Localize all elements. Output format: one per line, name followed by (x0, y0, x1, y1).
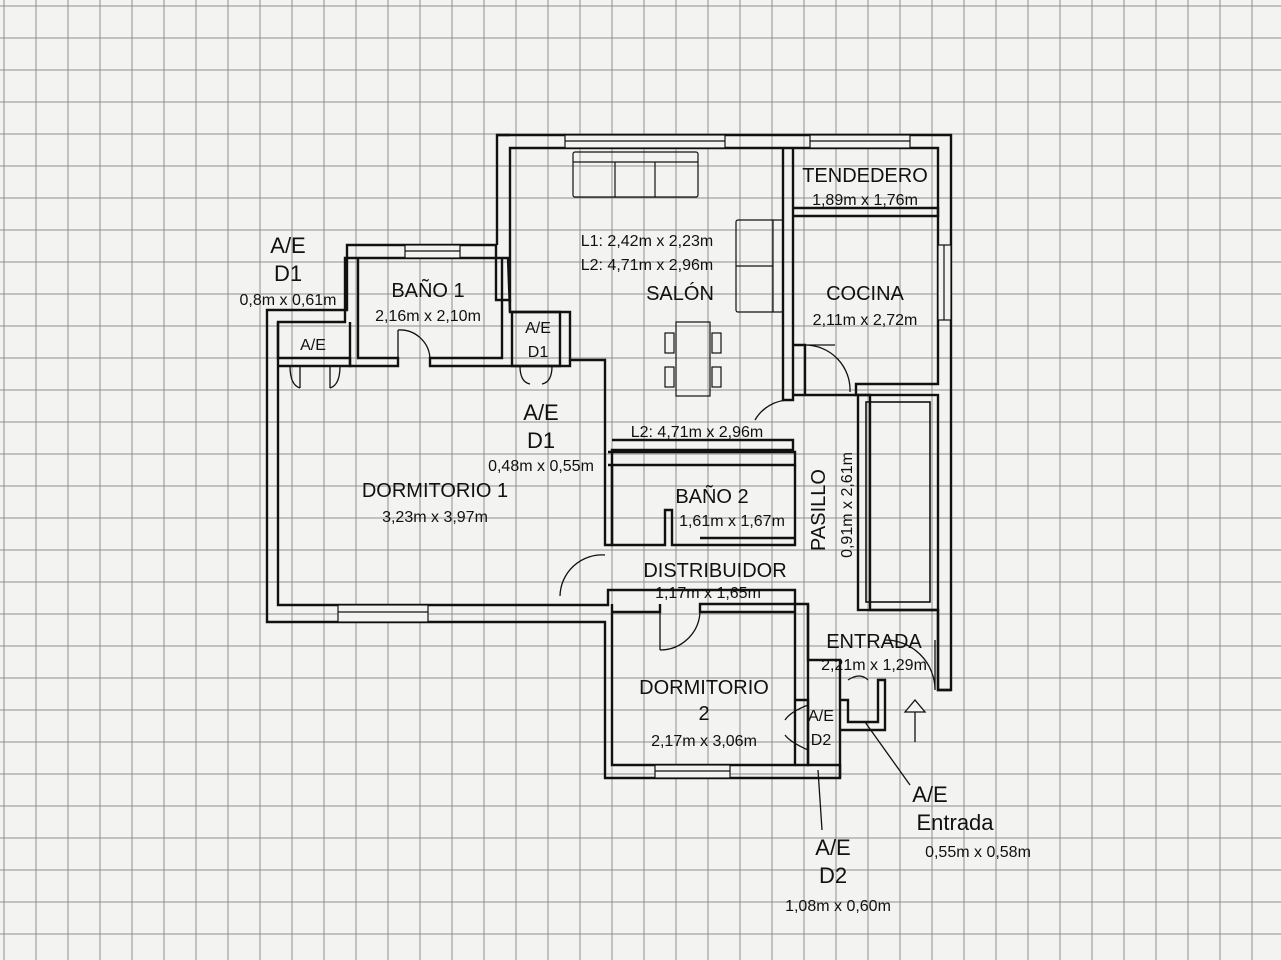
tendedero-bottom-wall (793, 206, 940, 218)
entry-arrow (903, 698, 927, 742)
bano1-right (428, 258, 572, 368)
leader-ae-entrada (864, 721, 911, 786)
dormitorio2-top (612, 604, 662, 614)
salon-name: SALÓN (646, 282, 714, 305)
outer-wall-inner (495, 133, 510, 245)
ae-d1-left-label-1: A/E (270, 233, 305, 258)
ae-d1-mid-tag-1: A/E (525, 320, 551, 337)
ae-d1-mid-below-1: A/E (523, 400, 558, 425)
door-dormitorio2 (659, 611, 701, 651)
door-distribuidor (559, 554, 606, 597)
ae-entrada-tag-1: A/E (912, 782, 947, 807)
door-bano1 (397, 329, 431, 361)
bano1-name: BAÑO 1 (391, 278, 464, 302)
dormitorio2-dims: 2,17m x 3,06m (651, 733, 757, 750)
ae-d1-mid-dims: 0,48m x 0,55m (488, 458, 594, 475)
door-closet-mid (519, 365, 553, 385)
doors (289, 329, 936, 751)
outer-wall (265, 133, 953, 780)
door-closet-left (289, 365, 341, 389)
pasillo-right (936, 610, 951, 692)
entrada-top (806, 604, 842, 700)
closet-d1-mid-walls (510, 310, 562, 368)
window-pasillo-closet (856, 393, 940, 612)
pasillo-dims: 0,91m x 2,61m (839, 452, 856, 558)
ae-d1-left-dims: 0,8m x 0,61m (240, 292, 337, 309)
cocina-dims: 2,11m x 2,72m (813, 312, 918, 329)
ae-d2-below-1: A/E (815, 835, 850, 860)
ae-d1-mid-tag-2: D1 (528, 344, 549, 361)
ae-d2-dims: 1,08m x 0,60m (785, 898, 891, 915)
window-dorm1 (337, 604, 429, 623)
door-entrada (884, 639, 936, 691)
salon-l2-lower: L2: 4,71m x 2,96m (631, 424, 764, 441)
tendedero-name: TENDEDERO (802, 165, 928, 187)
door-closet-d2 (784, 704, 809, 751)
dormitorio1-dims: 3,23m x 3,97m (382, 509, 488, 526)
pasillo-name: PASILLO (808, 469, 830, 551)
entrada-dims: 2,21m x 1,29m (821, 657, 927, 674)
kitchen-left-lower-wall (793, 343, 807, 395)
entrada-walls (840, 678, 887, 732)
ae-d2-below-2: D2 (819, 863, 847, 888)
chair-3 (711, 332, 722, 354)
ae-d1-left-label-2: D1 (274, 261, 302, 286)
furniture (572, 151, 784, 397)
chair-2 (664, 366, 675, 388)
distribuidor-name: DISTRIBUIDOR (643, 560, 786, 582)
leaders (817, 698, 927, 831)
door-salon (754, 399, 791, 421)
ae-entrada-dims: 0,55m x 0,58m (925, 844, 1031, 861)
entrada-name: ENTRADA (826, 631, 922, 653)
bano1-dims: 2,16m x 2,10m (375, 308, 481, 325)
chair-4 (711, 366, 722, 388)
door-closet-entrada (847, 675, 869, 681)
salon-divider (608, 450, 797, 467)
salon-l1: L1: 2,42m x 2,23m (581, 233, 714, 250)
closet-pasillo-inner (865, 401, 931, 603)
closet-d2-walls (795, 698, 810, 767)
dormitorio2-name-1: DORMITORIO (639, 677, 769, 699)
cocina-name: COCINA (826, 283, 904, 305)
sofa (572, 151, 699, 198)
ae-d1-left-tag: A/E (300, 337, 326, 354)
bano2-name: BAÑO 2 (675, 484, 748, 508)
salon-l2: L2: 4,71m x 2,96m (581, 257, 714, 274)
labels: TENDEDERO 1,89m x 1,76m L1: 2,42m x 2,23… (240, 165, 1031, 915)
windows (337, 134, 952, 779)
distribuidor-dims: 1,17m x 1,65m (655, 585, 761, 602)
leader-ae-d2 (817, 769, 823, 831)
ae-d2-tag-1: A/E (808, 708, 834, 725)
closet-d1-left-walls (276, 322, 352, 368)
ae-d2-tag-2: D2 (811, 732, 832, 749)
bano2-dims: 1,61m x 1,67m (679, 513, 785, 530)
salon-right-wall (781, 148, 795, 402)
ae-entrada-tag-2: Entrada (916, 810, 994, 835)
dormitorio2-name-2: 2 (698, 703, 709, 725)
bano2-walls (610, 465, 797, 547)
dormitorio1-name: DORMITORIO 1 (362, 480, 508, 502)
dining-table (675, 321, 711, 397)
chair-1 (664, 332, 675, 354)
ae-d1-mid-below-2: D1 (527, 428, 555, 453)
door-cocina (804, 344, 851, 393)
tendedero-dims: 1,89m x 1,76m (812, 192, 918, 209)
